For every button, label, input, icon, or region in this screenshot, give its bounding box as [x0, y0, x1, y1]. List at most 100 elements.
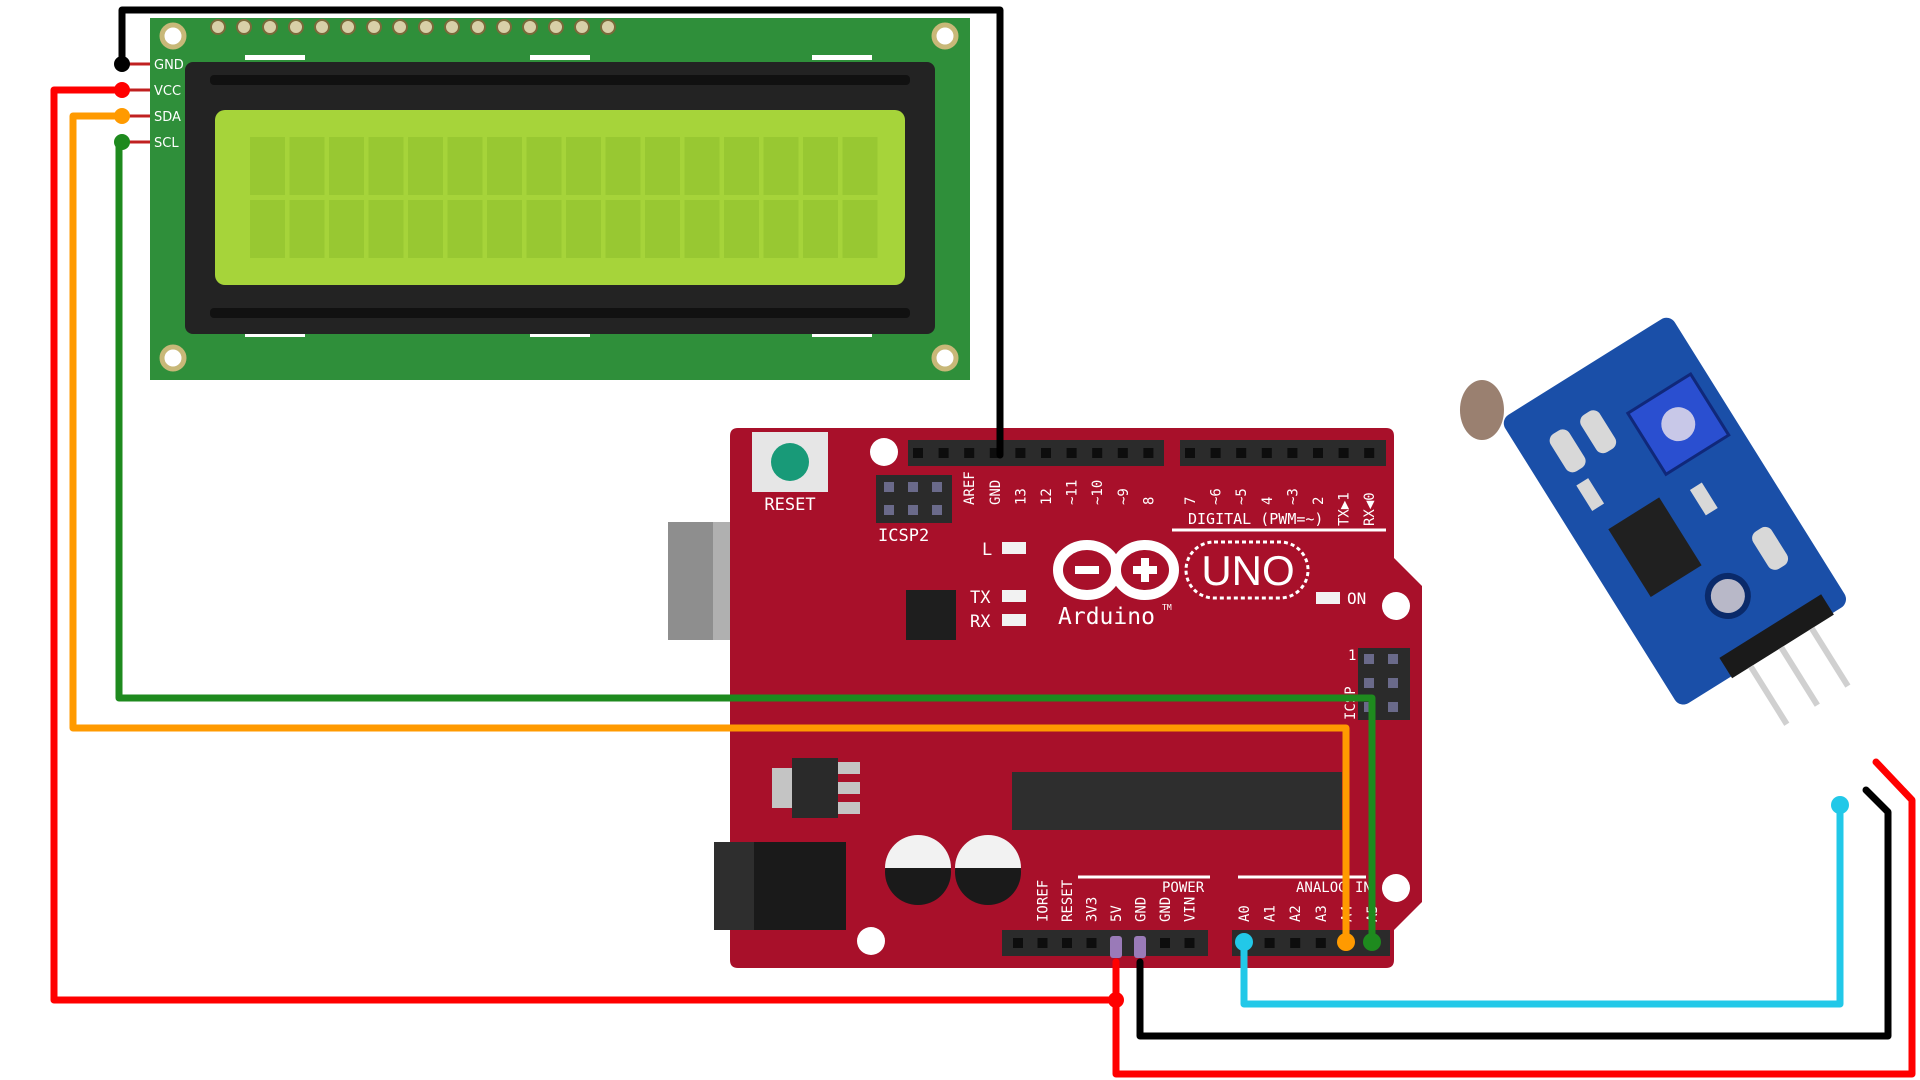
pin-gnd-highlight: [1134, 936, 1146, 958]
header-hole: [964, 448, 975, 458]
wire-black-gnd: [118, 6, 1004, 459]
lcd-cell: [289, 200, 325, 258]
digital-pin-label: RX◀0: [1362, 492, 1378, 526]
lcd-cell: [329, 200, 364, 258]
light-sensor-module: [1459, 317, 1851, 726]
header-hole: [1041, 448, 1051, 458]
wire-orange-sda: [69, 112, 1350, 946]
reset-button: [752, 432, 828, 492]
led-rx-label: RX: [970, 612, 991, 632]
analog-pin-label: A0: [1237, 905, 1253, 922]
power-pin-label: IOREF: [1036, 880, 1052, 922]
icsp-header: [1358, 648, 1410, 720]
analog-pin-label: A3: [1314, 905, 1330, 922]
lcd-cell: [368, 200, 404, 258]
lcd-pin-vcc: VCC: [154, 84, 181, 99]
header-hole: [1313, 448, 1323, 458]
power-pin-label: RESET: [1060, 879, 1076, 922]
header-hole: [1184, 938, 1195, 948]
lcd-cell: [566, 137, 601, 195]
sensor-pin-header: [1719, 594, 1834, 679]
analog-pin-label: A1: [1263, 905, 1279, 922]
header-hole: [1037, 938, 1048, 948]
lcd-pin-sda: SDA: [154, 110, 181, 125]
lcd-cell: [684, 137, 720, 195]
led-l: [1002, 542, 1026, 554]
digital-pin-label: 4: [1260, 497, 1276, 505]
atmega-chip: [1012, 772, 1342, 830]
dot-board-5v: [1108, 992, 1124, 1008]
lcd-tabs: [245, 55, 872, 337]
digital-pin-label: 7: [1183, 497, 1199, 505]
dot-lcd-scl: [114, 134, 130, 150]
digital-label: DIGITAL (PWM=~): [1188, 510, 1323, 528]
lcd-cell: [368, 137, 404, 195]
analog-pin-label: A2: [1288, 905, 1304, 922]
power-pin-label: VIN: [1183, 897, 1199, 922]
digital-pin-label: 8: [1141, 497, 1157, 505]
lcd-cell: [605, 200, 641, 258]
icsp2-header: [876, 475, 952, 523]
lcd-cell: [724, 200, 759, 258]
lcd-cell: [408, 137, 443, 195]
lcd-pin-gnd: GND: [154, 58, 184, 73]
header-hole: [1287, 448, 1298, 458]
lcd-character-grid: [250, 137, 878, 258]
digital-pin-label: 2: [1311, 497, 1327, 505]
led-tx: [1002, 590, 1026, 602]
led-rx: [1002, 614, 1026, 626]
digital-pin-label: ~11: [1065, 480, 1081, 505]
lcd-pin-stubs: [128, 62, 150, 144]
lcd-cell: [250, 137, 285, 195]
header-hole: [1290, 938, 1301, 948]
photoresistor: [1459, 380, 1504, 441]
lcd-cell: [526, 200, 562, 258]
logo-minus: [1075, 566, 1099, 574]
dot-board-sda: [1337, 933, 1355, 951]
board-mount-holes: [857, 438, 1410, 955]
uno-text: UNO: [1201, 547, 1294, 594]
digital-pin-label: ~3: [1285, 488, 1301, 505]
comparator-chip: [1608, 497, 1702, 598]
usb-chip: [906, 590, 956, 640]
potentiometer-knob: [1661, 407, 1696, 442]
lcd-cell: [842, 200, 878, 258]
lcd-cell: [250, 200, 285, 258]
lcd-cell: [724, 137, 759, 195]
status-leds: [1002, 542, 1340, 626]
lcd-cell: [605, 137, 641, 195]
icsp-label: ICSP: [1343, 686, 1359, 720]
digital-pin-label: 12: [1039, 488, 1055, 505]
digital-pin-label: ~10: [1090, 480, 1106, 505]
header-hole: [938, 448, 949, 458]
lcd-module: GND VCC SDA SCL: [128, 18, 970, 380]
wire-black-sensor-gnd: [1136, 786, 1892, 1040]
header-hole: [1092, 448, 1103, 458]
voltage-regulator: [772, 758, 860, 818]
icsp2-label: ICSP2: [878, 526, 929, 546]
lcd-pin-labels: GND VCC SDA SCL: [154, 58, 184, 151]
power-pin-label: 5V: [1109, 905, 1125, 922]
on-label: ON: [1347, 589, 1366, 608]
lcd-mount-holes: [159, 22, 959, 372]
digital-pin-label: AREF: [962, 471, 978, 505]
lcd-cell: [803, 200, 838, 258]
digital-pin-label: ~9: [1116, 488, 1132, 505]
arduino-brand: Arduino: [1058, 604, 1155, 630]
lcd-cell: [289, 137, 325, 195]
lcd-cell: [408, 200, 443, 258]
lcd-cell: [645, 137, 680, 195]
header-hole: [1264, 938, 1275, 948]
power-pin-label: GND: [1158, 897, 1174, 922]
capacitors: [885, 835, 1021, 905]
lcd-cell: [645, 200, 680, 258]
digital-pin-label: TX▶1: [1337, 492, 1353, 526]
dot-lcd-gnd: [114, 56, 130, 72]
header-hole: [1210, 448, 1221, 458]
arduino-logo: [1053, 540, 1310, 600]
lcd-cell: [447, 137, 483, 195]
dot-sensor-a0: [1831, 796, 1849, 814]
smd-parts: [1549, 410, 1789, 570]
dot-board-a0: [1235, 933, 1253, 951]
digital-pin-label: GND: [988, 480, 1004, 505]
